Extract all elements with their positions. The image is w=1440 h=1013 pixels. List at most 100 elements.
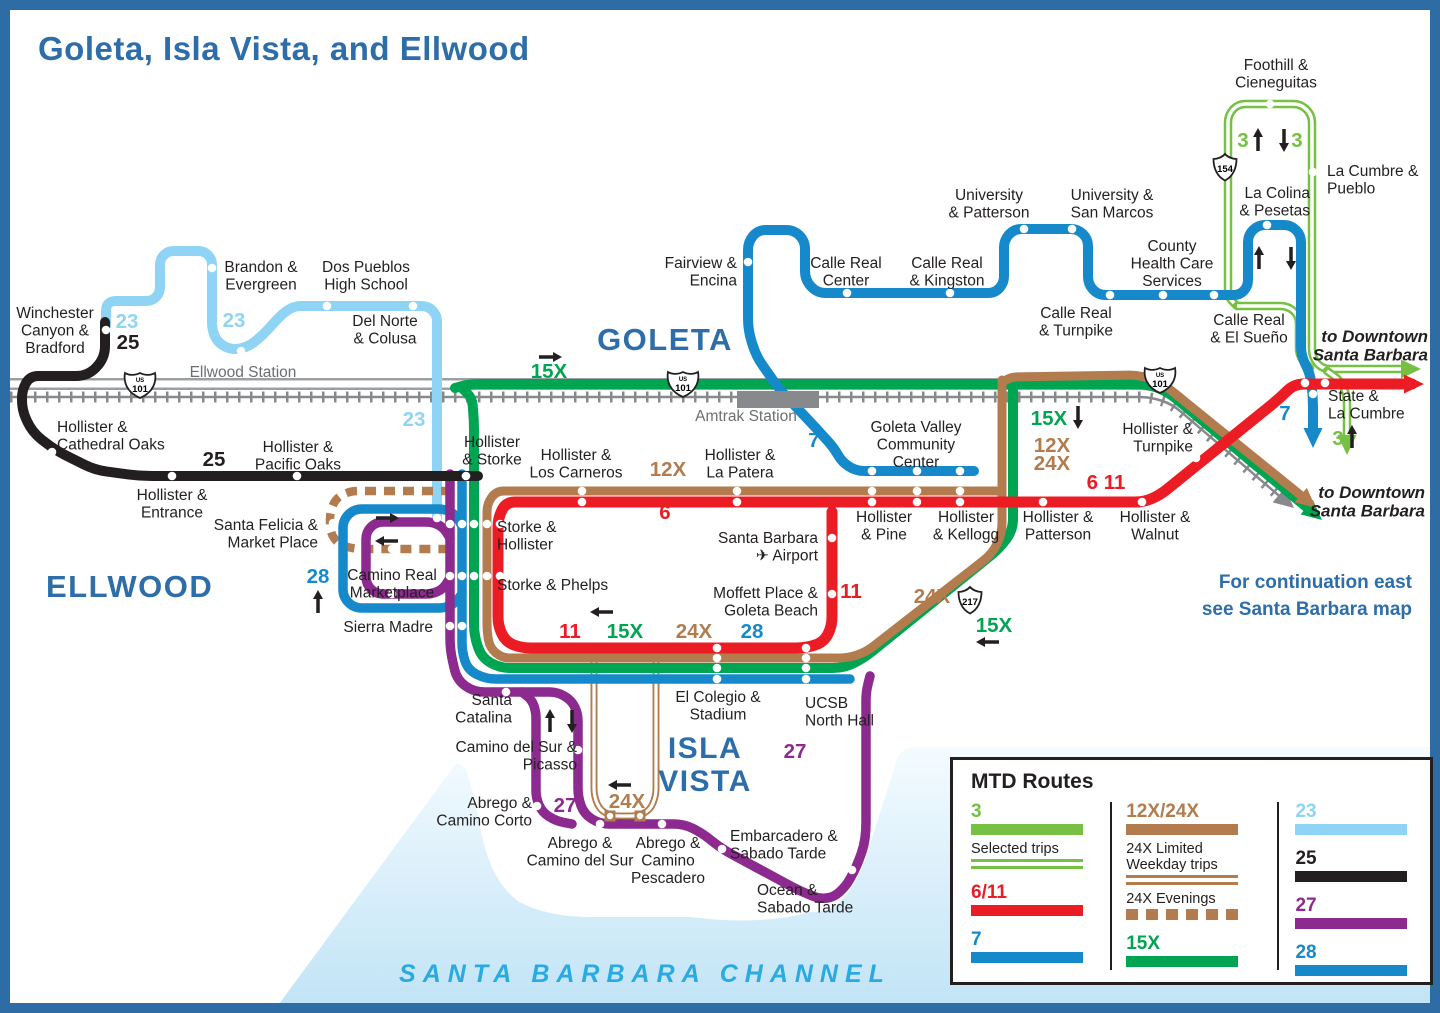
stop-dot xyxy=(867,466,877,476)
route-badge-23: 23 xyxy=(116,310,139,333)
stop-dot xyxy=(445,519,455,529)
stop-dot xyxy=(1300,378,1310,388)
direction-arrow-head xyxy=(1073,420,1083,429)
stop-dot xyxy=(445,621,455,631)
direction-arrow-head xyxy=(375,536,384,546)
stop-dot xyxy=(457,621,467,631)
route-7 xyxy=(743,220,1318,476)
direction-arrow-head xyxy=(590,607,599,617)
stop-dot xyxy=(912,497,922,507)
route-3-loop-arrow xyxy=(1401,359,1421,379)
stop-dot xyxy=(167,471,177,481)
stop-dot xyxy=(328,518,338,528)
legend-bar-solid xyxy=(1295,965,1408,976)
route-badge-27: 27 xyxy=(554,794,577,817)
svg-text:101: 101 xyxy=(132,384,149,395)
legend-note: 24X Evenings xyxy=(1126,891,1216,907)
legend-bar-solid xyxy=(1295,824,1408,835)
route-badge-27: 27 xyxy=(784,740,807,763)
stop-dot xyxy=(495,571,505,581)
stop-dot xyxy=(955,486,965,496)
route-badge-3: 3 xyxy=(1291,129,1302,152)
stop-dot xyxy=(387,544,397,554)
stop-dot xyxy=(469,519,479,529)
stop-dot xyxy=(712,653,722,663)
map-label: Del Norte& Colusa xyxy=(352,313,417,348)
route-27-crm-loop xyxy=(361,517,455,599)
stop-dot xyxy=(1038,497,1048,507)
svg-text:154: 154 xyxy=(1217,164,1234,175)
stop-dot xyxy=(457,519,467,529)
stop-dot xyxy=(1105,290,1115,300)
legend-route-12X-24X: 12X/24X xyxy=(1126,801,1200,822)
legend-route-25: 25 xyxy=(1295,848,1317,869)
stop-dot xyxy=(717,844,727,854)
map-label: ELLWOOD xyxy=(46,569,213,604)
map-label: SANTA BARBARA CHANNEL xyxy=(399,960,891,988)
map-label: Hollister& Kellogg xyxy=(933,509,999,544)
route-badge-24X: 24X xyxy=(676,620,713,643)
legend-bar-double xyxy=(1126,875,1239,885)
legend-bar-solid xyxy=(1126,956,1239,967)
legend-bar-solid xyxy=(1126,824,1239,835)
stop-dot xyxy=(912,486,922,496)
stop-dot xyxy=(606,812,614,820)
stop-dot xyxy=(1308,167,1318,177)
map-label: Hollister& Storke xyxy=(462,434,521,469)
stop-dot xyxy=(1191,453,1201,463)
svg-text:217: 217 xyxy=(962,597,978,608)
map-label: La Cumbre &Pueblo xyxy=(1327,163,1419,198)
route-23 xyxy=(101,246,442,523)
ca-154-shield: 154 xyxy=(1212,152,1238,182)
map-label: Abrego &Camino Corto xyxy=(436,795,532,830)
map-label: Calle Real& Kingston xyxy=(910,255,985,290)
legend-route-3: 3 xyxy=(971,801,982,822)
route-28 xyxy=(457,469,855,684)
map-label: Storke & Phelps xyxy=(497,577,608,594)
railroad xyxy=(10,395,1286,502)
stop-dot xyxy=(47,447,57,457)
map-label: Hollister& Pine xyxy=(856,509,912,544)
stop-dot xyxy=(207,263,217,273)
stop-dot xyxy=(501,687,511,697)
route-badge-25: 25 xyxy=(203,448,226,471)
route-badge-15X: 15X xyxy=(976,614,1013,637)
route-badge-11: 11 xyxy=(840,580,862,603)
route-6-11-arrow xyxy=(1404,374,1424,394)
route-badge-23: 23 xyxy=(223,309,246,332)
stop-dot xyxy=(732,497,742,507)
stop-dot xyxy=(482,571,492,581)
direction-arrow-head xyxy=(1347,425,1357,434)
route-badge-11: 11 xyxy=(559,620,581,643)
direction-arrow-head xyxy=(1254,246,1264,255)
direction-arrow-head xyxy=(567,724,577,733)
stop-dot xyxy=(577,497,587,507)
stop-dot xyxy=(495,519,505,529)
map-label: Storke &Hollister xyxy=(497,519,557,554)
stop-dot xyxy=(712,663,722,673)
route-badge-6-11: 6 11 xyxy=(1087,471,1126,494)
ca-217-shield: 217 xyxy=(957,585,983,615)
map-label: Ellwood Station xyxy=(190,364,297,381)
stop-dot xyxy=(532,801,542,811)
map-label: Ocean &Sabado Tarde xyxy=(757,882,853,917)
direction-arrow-head xyxy=(1286,261,1296,270)
stop-dot xyxy=(1308,389,1318,399)
stop-dot xyxy=(801,663,811,673)
stop-dot xyxy=(842,288,852,298)
stop-dot xyxy=(1262,220,1272,230)
stop-dot xyxy=(577,486,587,496)
stop-dot xyxy=(743,257,753,267)
stop-dot xyxy=(1265,99,1275,109)
stop-dot xyxy=(1209,290,1219,300)
